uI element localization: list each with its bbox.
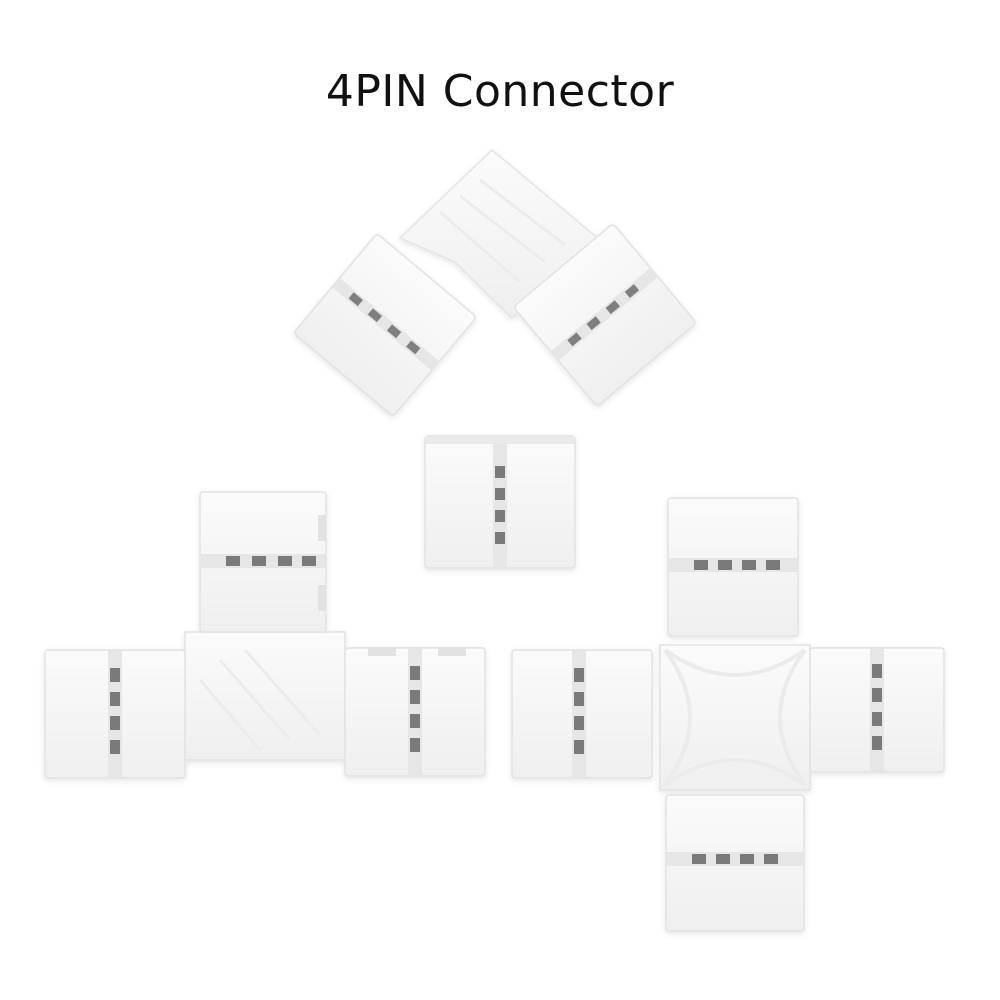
l-connector-pins-left xyxy=(348,292,421,355)
x-connector-pins-top xyxy=(694,560,780,570)
t-connector-clamp-right xyxy=(344,647,486,777)
t-connector-pins-right xyxy=(410,666,420,752)
x-connector-pins-bottom xyxy=(692,854,778,864)
t-connector-pins-top xyxy=(226,556,316,566)
t-connector-body xyxy=(184,631,346,761)
straight-connector xyxy=(424,435,576,569)
x-connector-clamp-left xyxy=(511,649,653,779)
l-shape-connector xyxy=(294,148,696,416)
t-connector-clamp-left xyxy=(44,649,186,779)
x-connector-pins-right xyxy=(872,664,882,750)
l-connector-ribs xyxy=(439,178,566,284)
t-connector-pins-left xyxy=(110,668,120,754)
t-connector-ribs xyxy=(198,649,322,751)
l-connector-clamp-left xyxy=(294,234,476,416)
straight-connector-pins xyxy=(495,466,505,544)
x-connector-body xyxy=(659,644,811,791)
l-connector-pins-right xyxy=(567,284,640,347)
x-connector-pins-left xyxy=(574,668,584,754)
x-connector-clamp-top xyxy=(667,497,799,637)
x-connector-clamp-right xyxy=(809,647,945,773)
x-connector-clamp-bottom xyxy=(665,794,805,932)
t-shape-connector xyxy=(44,491,486,779)
l-connector-clamp-right xyxy=(514,224,696,406)
x-shape-connector xyxy=(511,497,945,932)
x-connector-ribs xyxy=(663,648,807,787)
product-title: 4PIN Connector xyxy=(325,66,675,117)
t-connector-clamp-top xyxy=(199,491,327,633)
